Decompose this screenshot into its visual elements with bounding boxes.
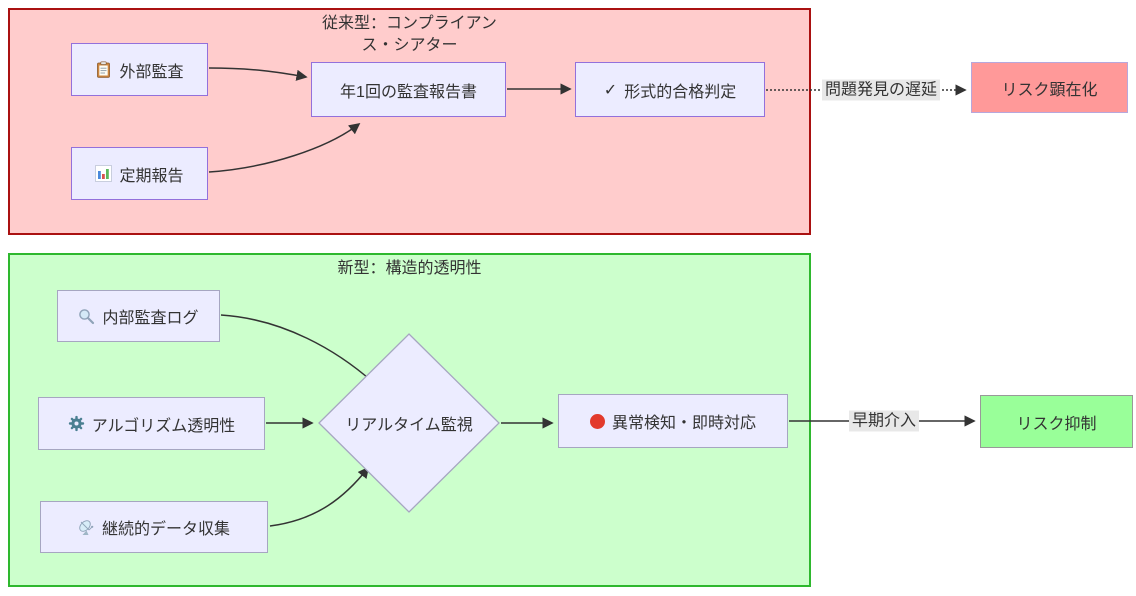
traditional-group-title-line2: ス・シアター (361, 37, 458, 54)
node-internal-audit-log-label: 内部監査ログ (102, 310, 199, 327)
traditional-group-title: 従来型：コンプライアン ス・シアター (10, 13, 809, 57)
node-algorithm-transparency: アルゴリズム透明性 (38, 397, 265, 450)
red-circle-icon (589, 413, 605, 429)
node-algorithm-transparency-label: アルゴリズム透明性 (91, 417, 236, 435)
node-risk-materialization: リスク顕在化 (971, 62, 1128, 113)
node-anomaly-detection: 異常検知・即時対応 (558, 394, 788, 448)
node-continuous-data-collection: 継続的データ収集 (40, 501, 268, 553)
bar-chart-icon (95, 165, 113, 182)
node-realtime-monitoring-label: リアルタイム監視 (345, 417, 473, 434)
node-realtime-monitoring: リアルタイム監視 (318, 333, 500, 513)
clipboard-icon (97, 61, 111, 78)
magnifier-icon (79, 308, 95, 324)
node-risk-suppression-label: リスク抑制 (1016, 415, 1097, 433)
node-internal-audit-log: 内部監査ログ (57, 290, 220, 342)
traditional-group-title-line1: 従来型：コンプライアン (322, 15, 497, 32)
node-formal-pass-label: 形式的合格判定 (624, 83, 737, 101)
modern-group-title: 新型：構造的透明性 (337, 260, 482, 277)
edge-label-problem-delay: 問題発見の遅延 (821, 79, 941, 101)
node-periodic-report-label: 定期報告 (119, 167, 184, 185)
check-icon: ✓ (603, 81, 618, 99)
diamond-shape (318, 333, 500, 513)
gear-icon (68, 415, 84, 432)
satellite-icon (79, 519, 94, 535)
edge-label-early-intervention: 早期介入 (848, 410, 920, 432)
node-annual-report-label: 年1回の監査報告書 (340, 83, 477, 101)
node-annual-report: 年1回の監査報告書 (311, 62, 506, 117)
node-risk-suppression: リスク抑制 (980, 395, 1133, 448)
node-periodic-report: 定期報告 (71, 147, 208, 200)
node-continuous-data-collection-label: 継続的データ収集 (101, 521, 230, 538)
node-external-audit-label: 外部監査 (119, 63, 184, 81)
node-risk-materialization-label: リスク顕在化 (1001, 81, 1098, 99)
node-external-audit: 外部監査 (71, 43, 208, 96)
node-formal-pass: ✓ 形式的合格判定 (575, 62, 765, 117)
node-anomaly-detection-label: 異常検知・即時対応 (611, 415, 756, 432)
